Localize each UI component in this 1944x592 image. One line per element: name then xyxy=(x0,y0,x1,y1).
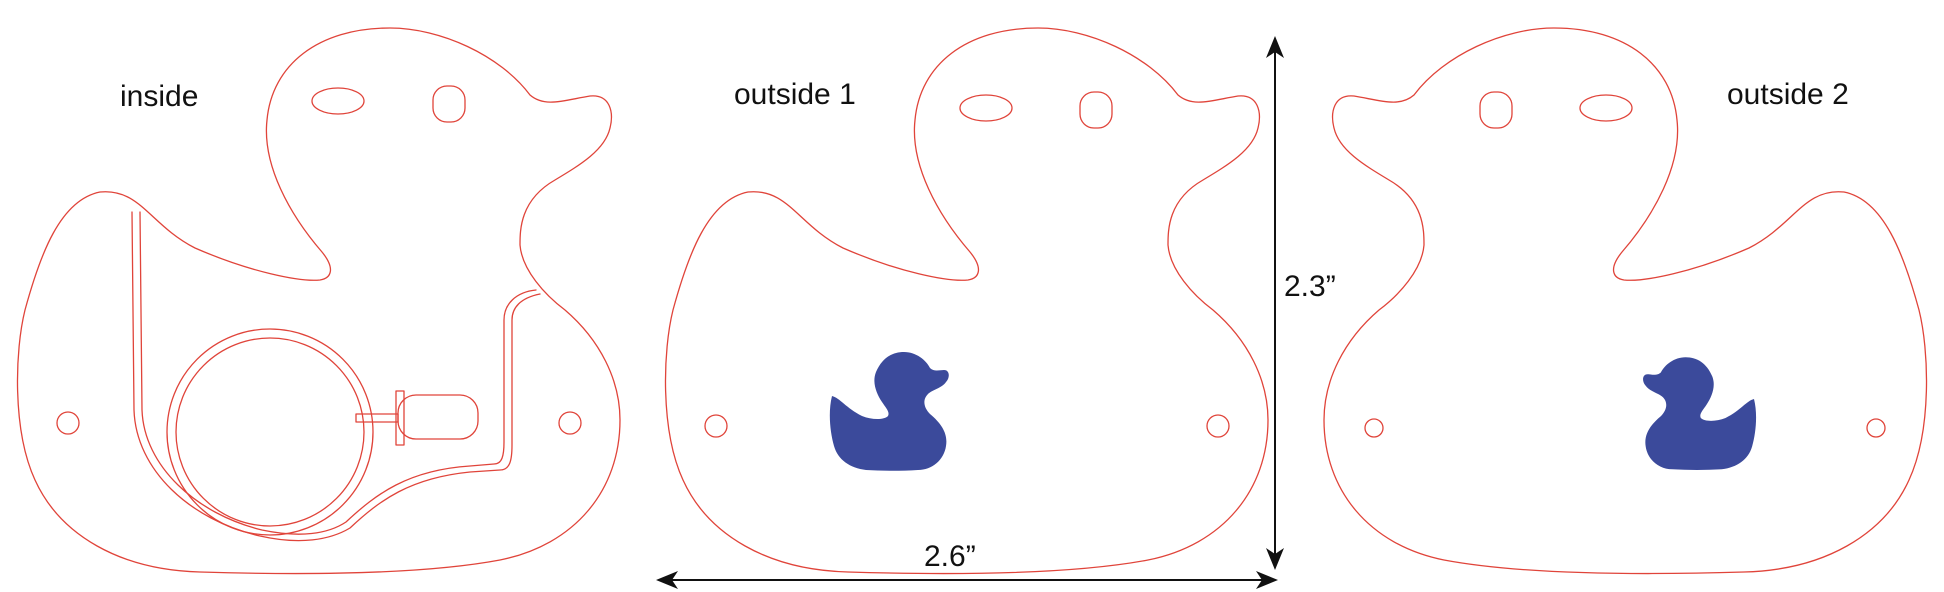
outside-1-panel: outside 1 xyxy=(664,27,1269,575)
inside-battery-inner-circle xyxy=(175,337,365,527)
outside-1-mount-hole-left xyxy=(704,414,728,438)
height-arrow-bottom-icon xyxy=(1266,548,1284,570)
width-dimension-label: 2.6” xyxy=(924,540,976,573)
width-arrow-left-icon xyxy=(656,571,678,589)
height-dimension-label: 2.3” xyxy=(1284,270,1336,303)
inside-battery-circle xyxy=(166,328,374,536)
outside-1-label: outside 1 xyxy=(734,78,856,111)
height-dimension: 2.3” xyxy=(1266,36,1336,570)
inside-channel-wall-inner xyxy=(139,211,537,535)
duck-icon xyxy=(829,352,949,471)
outside-2-mount-hole-left xyxy=(1866,418,1886,438)
inside-eye-right xyxy=(432,85,466,123)
inside-connector-body xyxy=(397,394,479,440)
outside-2-label: outside 2 xyxy=(1727,78,1849,111)
height-arrow-top-icon xyxy=(1266,36,1284,58)
outside-2-eye-left xyxy=(1579,94,1633,122)
width-arrow-right-icon xyxy=(1256,571,1278,589)
inside-channel-wall-outer xyxy=(131,211,541,542)
inside-mount-hole-left xyxy=(56,411,80,435)
inside-mount-hole-right xyxy=(558,411,582,435)
outside-1-eye-right xyxy=(1079,91,1113,129)
duck-icon xyxy=(1643,357,1757,471)
width-dimension: 2.6” xyxy=(656,540,1278,589)
inside-panel: inside xyxy=(16,27,621,575)
outside-1-mount-hole-right xyxy=(1206,414,1230,438)
inside-eye-left xyxy=(311,87,365,115)
inside-connector-flange xyxy=(395,390,405,446)
outside-2-eye-right xyxy=(1479,91,1513,129)
outside-2-panel: outside 2 xyxy=(1323,27,1928,575)
inside-label: inside xyxy=(120,80,198,113)
outside-2-mount-hole-right xyxy=(1364,418,1384,438)
outside-1-eye-left xyxy=(959,94,1013,122)
